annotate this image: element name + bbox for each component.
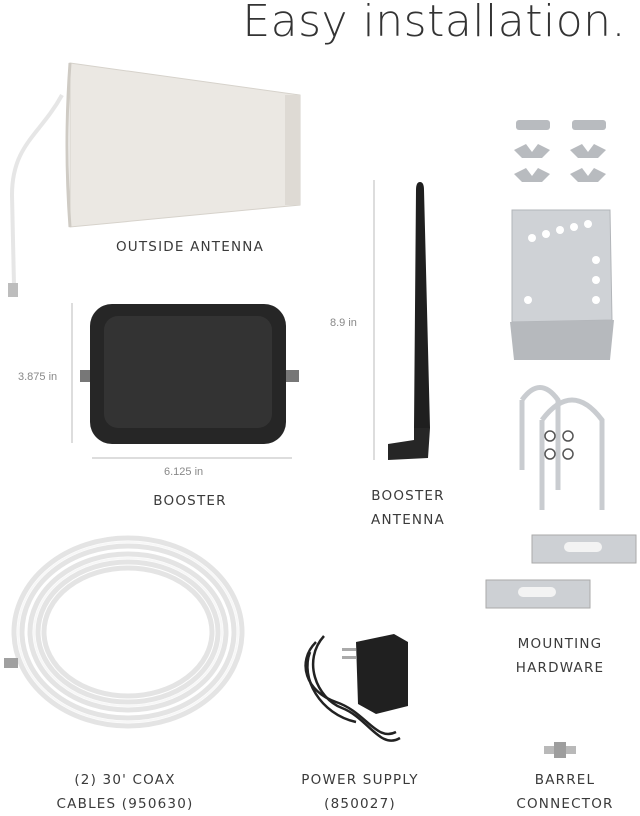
mounting-hardware-label-2: HARDWARE <box>515 660 605 676</box>
barrel-connector-image <box>544 742 576 758</box>
mounting-hardware-label-1: MOUNTING <box>517 636 603 652</box>
antenna-height-dim: 8.9 in <box>330 317 357 329</box>
page-headline: Easy installation. <box>242 0 626 47</box>
mounting-hardware-image <box>485 120 637 609</box>
power-supply-label-1: POWER SUPPLY <box>301 772 419 788</box>
booster-width-line <box>92 457 292 459</box>
coax-cables-label-1: (2) 30' COAX <box>74 772 176 788</box>
booster-antenna-label-1: BOOSTER <box>371 488 445 504</box>
power-supply-image <box>304 634 408 742</box>
coax-cables-image <box>4 535 245 729</box>
coax-cables-label-2: CABLES (950630) <box>56 796 194 812</box>
outside-antenna-image <box>8 62 301 297</box>
booster-image <box>80 304 299 444</box>
outside-antenna-label: OUTSIDE ANTENNA <box>115 239 265 255</box>
booster-antenna-line <box>373 180 375 460</box>
booster-antenna-label-2: ANTENNA <box>371 512 445 528</box>
booster-height-dim: 3.875 in <box>18 371 58 383</box>
booster-antenna-image <box>388 182 430 460</box>
booster-width-dim: 6.125 in <box>164 466 204 478</box>
barrel-connector-label-1: BARREL <box>534 772 596 788</box>
power-supply-label-2: (850027) <box>324 796 396 812</box>
booster-height-line <box>71 303 73 443</box>
booster-label: BOOSTER <box>153 493 227 509</box>
barrel-connector-label-2: CONNECTOR <box>516 796 614 812</box>
